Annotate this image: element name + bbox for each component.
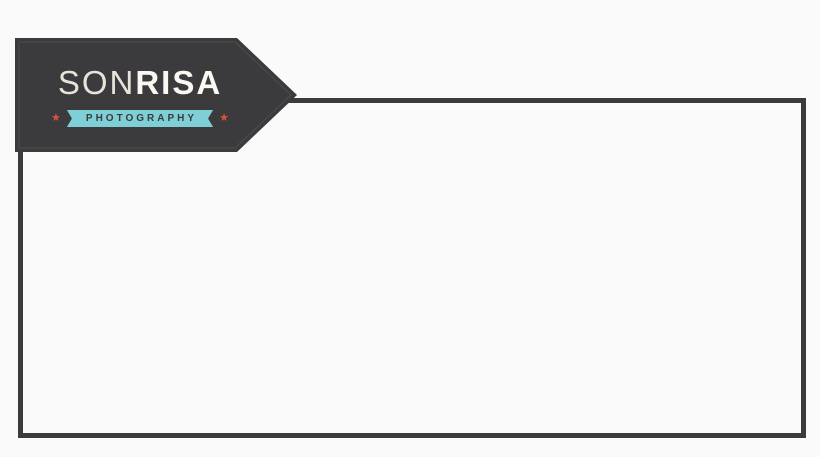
brand-name-second: RISA	[135, 64, 223, 101]
tagline-text: PHOTOGRAPHY	[85, 113, 198, 124]
badge-content: SONRISA ★ PHOTOGRAPHY ★	[15, 38, 265, 152]
star-left-icon: ★	[51, 112, 61, 124]
brand-name-first: SON	[57, 64, 136, 101]
photo-frame-border	[18, 98, 806, 438]
logo-badge: SONRISA ★ PHOTOGRAPHY ★	[15, 38, 297, 152]
tagline-ribbon: PHOTOGRAPHY	[67, 110, 213, 127]
tagline-row: ★ PHOTOGRAPHY ★	[15, 110, 265, 127]
star-right-icon: ★	[219, 112, 229, 124]
brand-name: SONRISA	[15, 65, 265, 101]
